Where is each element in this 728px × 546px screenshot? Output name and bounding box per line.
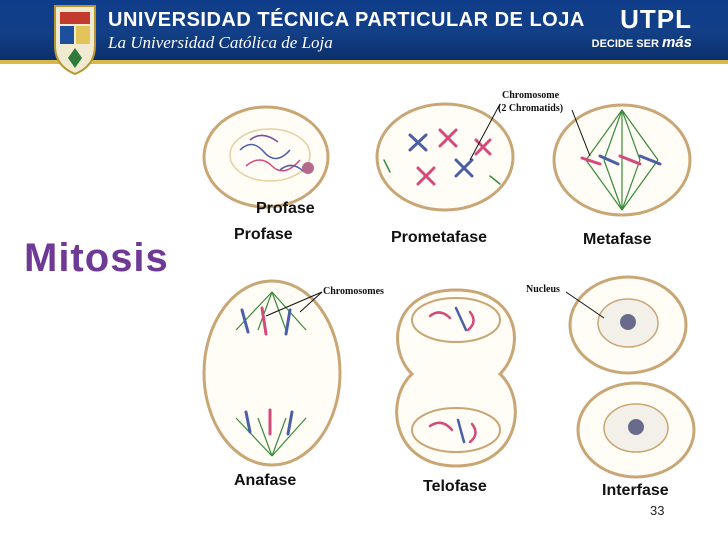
annotation-chromosome: Chromosome: [502, 90, 560, 101]
cell-prometafase: [375, 102, 515, 212]
annotation-chromosomes: Chromosomes: [323, 286, 384, 297]
slogan-emphasis: más: [661, 34, 692, 51]
university-subtitle: La Universidad Católica de Loja: [108, 33, 333, 52]
telofase-chromosomes: [428, 306, 477, 444]
header-banner: [0, 0, 728, 60]
cell-anafase: [202, 279, 342, 467]
label-metafase: Metafase: [583, 231, 652, 248]
label-telofase: Telofase: [423, 478, 487, 495]
label-profase: Profase: [234, 226, 293, 243]
anafase-chromosomes: [240, 306, 294, 436]
prometafase-chromosomes: [383, 128, 501, 186]
utpl-slogan: DECIDE SER más: [592, 34, 692, 51]
slide-title: Mitosis: [24, 236, 169, 280]
interfase-nuclei: [597, 298, 669, 453]
university-name: UNIVERSIDAD TÉCNICA PARTICULAR DE LOJA: [108, 9, 585, 31]
annotation-chromatids: (2 Chromatids): [498, 103, 563, 114]
utpl-logo: UTPL: [620, 4, 692, 34]
label-interfase: Interfase: [602, 482, 669, 499]
telofase-nuclei: [411, 297, 501, 453]
label-profase-top: Profase: [256, 200, 315, 217]
cell-telofase: [395, 288, 517, 468]
page-number: 33: [650, 503, 665, 518]
slogan-prefix: DECIDE SER: [591, 38, 659, 50]
annotation-nucleus: Nucleus: [526, 284, 560, 295]
cell-profase: [202, 105, 330, 209]
profase-chromatin: [229, 128, 314, 182]
label-prometafase: Prometafase: [391, 229, 488, 246]
annotation-leaders: [265, 103, 605, 319]
metafase-spindle: [585, 109, 659, 211]
metafase-plate: [580, 154, 662, 166]
university-crest-icon: [54, 5, 96, 76]
header-stripe: [0, 60, 728, 64]
label-anafase: Anafase: [234, 472, 297, 489]
